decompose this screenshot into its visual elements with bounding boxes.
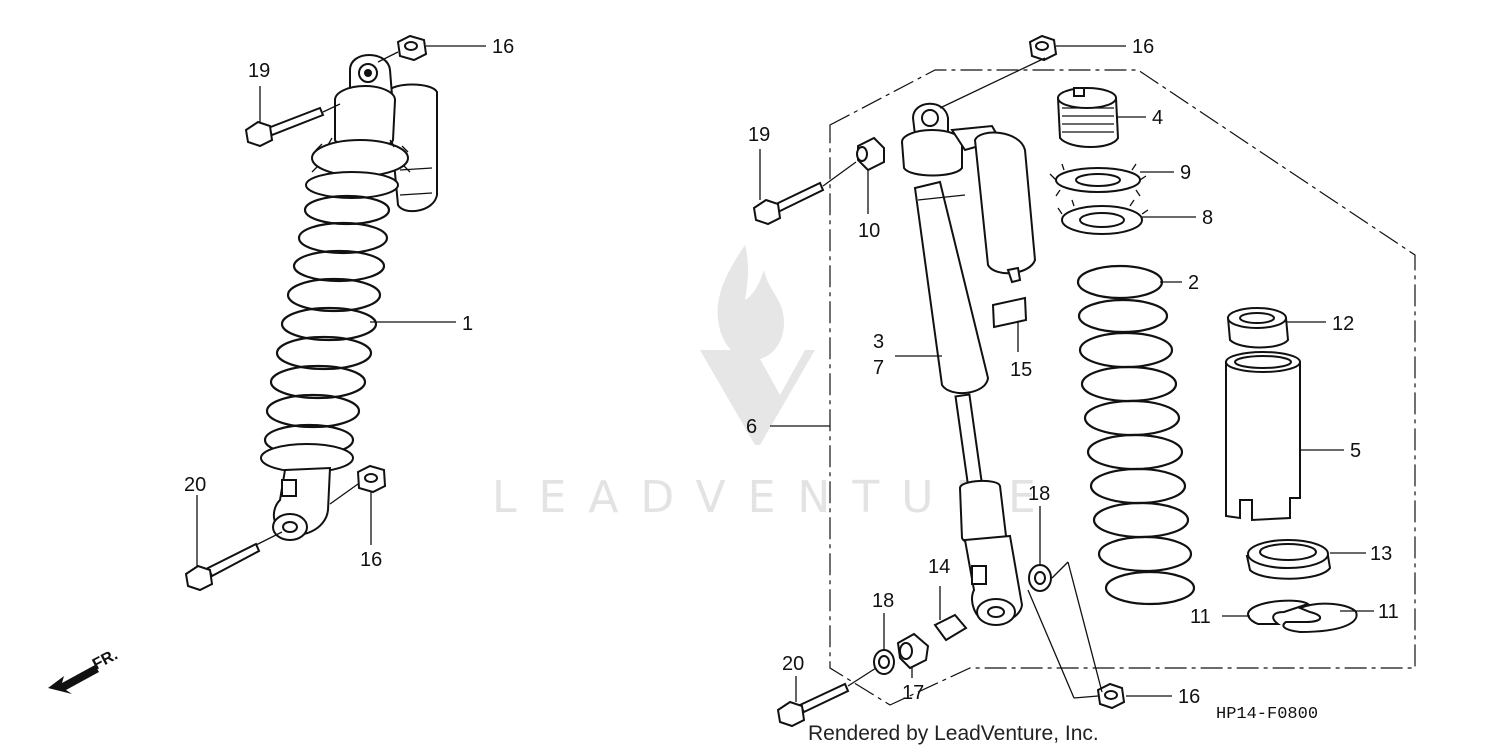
left-leader-lines: [196, 45, 486, 566]
left-flange-bolt-bottom: [184, 542, 261, 592]
dust-seal-right: [1028, 564, 1052, 592]
damper-upper-eye-hole: [921, 109, 939, 127]
right-shock-exploded: 16 4 9 8 19 10 2 12 3 7 15 6 5 18 13 14 …: [746, 34, 1416, 728]
callout-right-11-left: 11: [1190, 606, 1211, 628]
callout-right-5: 5: [1350, 440, 1361, 462]
callout-right-20: 20: [782, 653, 804, 675]
callout-right-4: 4: [1152, 107, 1163, 129]
callout-right-7: 7: [873, 357, 884, 379]
left-lower-boss: [281, 479, 297, 497]
callout-right-16-top: 16: [1132, 36, 1154, 58]
bump-rubber: [958, 480, 1008, 546]
label-sticker: [991, 296, 1028, 329]
spring-collar: [1226, 307, 1290, 349]
callout-right-14: 14: [928, 556, 950, 578]
assembly-boundary-dashed: [829, 69, 1416, 706]
dust-seal-left: [873, 649, 895, 675]
flange-nut-top: [1028, 34, 1058, 62]
front-direction-marker: FR.: [48, 646, 121, 694]
callout-right-10: 10: [858, 220, 880, 242]
left-lock-ring-teeth: [311, 137, 411, 173]
lower-spring-seat: [1245, 539, 1332, 580]
callout-right-17: 17: [902, 682, 924, 704]
left-reservoir-shape: [386, 83, 438, 213]
callout-left-19: 19: [248, 60, 270, 82]
spring-adjuster: [1056, 87, 1120, 148]
callout-right-15: 15: [1010, 359, 1032, 381]
front-arrow-icon: [48, 665, 99, 694]
lock-nut: [1049, 163, 1147, 197]
left-flange-bolt-top: [244, 106, 325, 148]
damper-lower-boss: [971, 565, 987, 585]
left-coil-spring: [263, 194, 391, 457]
callout-right-8: 8: [1202, 207, 1213, 229]
lower-bushing: [896, 632, 930, 670]
callout-left-16-top: 16: [492, 36, 514, 58]
damper-reservoir-cap: [1006, 266, 1022, 284]
flange-nut-bottom: [1096, 682, 1126, 710]
left-lower-eye-hole: [282, 521, 298, 533]
diagram-code: HP14-F0800: [1216, 705, 1318, 724]
left-upper-eye-bushing: [364, 69, 372, 77]
coil-spring: [1076, 264, 1196, 606]
callout-right-19: 19: [748, 124, 770, 146]
callout-left-20: 20: [184, 474, 206, 496]
spring-guide-sleeve: [1225, 351, 1301, 522]
left-spring-seat: [305, 171, 399, 199]
callout-right-18-lower: 18: [872, 590, 894, 612]
damper-reservoir: [973, 131, 1037, 275]
callout-right-2: 2: [1188, 272, 1199, 294]
left-flange-nut-top: [396, 34, 428, 62]
upper-bushing: [856, 136, 885, 172]
right-leader-lines: [759, 45, 1374, 702]
left-flange-nut-bottom: [356, 464, 387, 494]
damper-cylinder-ring: [917, 194, 966, 201]
flange-bolt-bottom: [776, 682, 850, 728]
callout-right-12: 12: [1332, 313, 1354, 335]
stopper-clip-right: [1282, 602, 1358, 634]
damper-head-body: [901, 141, 963, 177]
callout-left-16-bottom: 16: [360, 549, 382, 571]
flange-bolt-top: [752, 181, 825, 226]
left-shock-assembly: 16 19 1 20 16: [184, 34, 514, 592]
callout-right-11-right: 11: [1378, 601, 1399, 623]
left-reservoir-band: [399, 167, 433, 196]
damper-cylinder: [913, 180, 990, 395]
damper-lower-eye-hole: [987, 606, 1005, 618]
callout-left-1: 1: [462, 313, 473, 335]
stopper-clip-left: [1247, 599, 1311, 625]
watermark-flame-logo: [700, 245, 815, 445]
callout-right-9: 9: [1180, 162, 1191, 184]
render-credit: Rendered by LeadVenture, Inc.: [808, 722, 1099, 745]
lower-collar: [933, 613, 968, 642]
callout-right-16-bottom: 16: [1178, 686, 1200, 708]
spring-adjuster-nut: [1057, 199, 1149, 235]
callout-right-6: 6: [746, 416, 757, 438]
watermark: LEADVENTURE: [492, 245, 1058, 523]
left-lower-seat: [260, 443, 354, 473]
callout-right-3: 3: [873, 331, 884, 353]
callout-right-18-upper: 18: [1028, 483, 1050, 505]
callout-right-13: 13: [1370, 543, 1392, 565]
watermark-brand-text: LEADVENTURE: [492, 472, 1058, 523]
